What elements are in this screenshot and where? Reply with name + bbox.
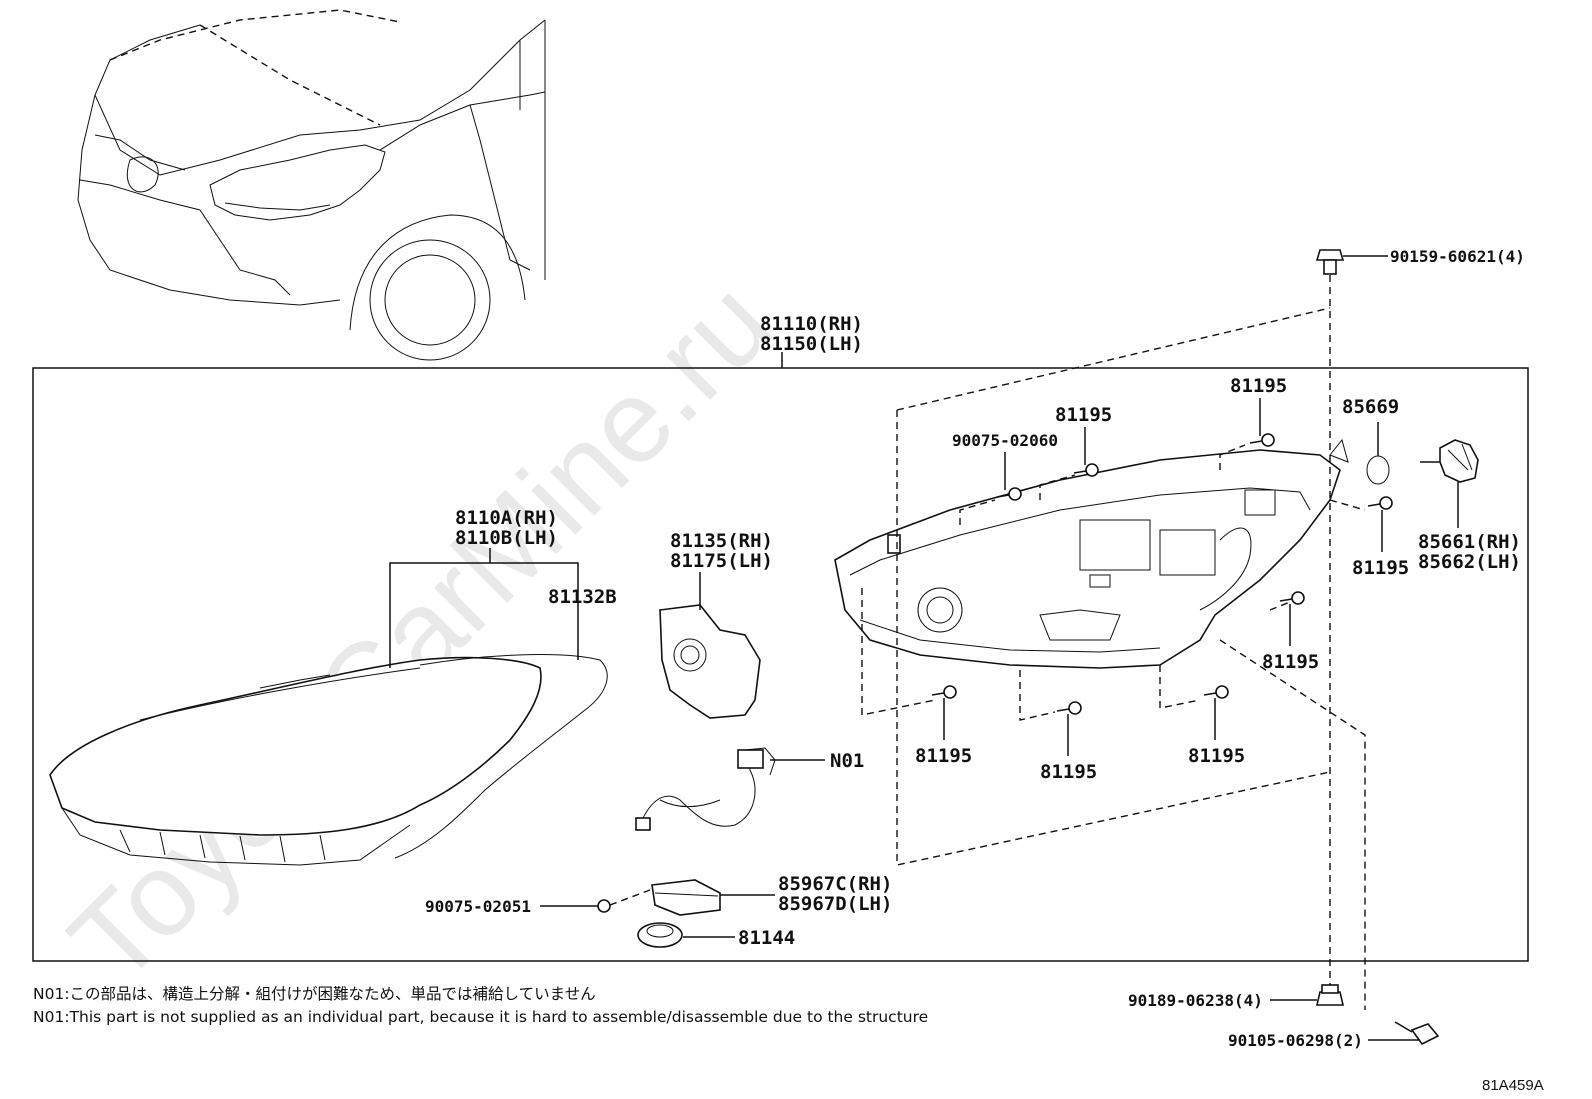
headlamp-housing-icon [834, 438, 1349, 669]
wire-harness-icon [635, 747, 776, 831]
ecu-label-lh: 85967D(LH) [778, 893, 892, 915]
screw-icon [1056, 701, 1082, 715]
screw-81195-label: 81195 [1055, 404, 1112, 426]
ecu-module-icon [651, 879, 721, 916]
car-front-illustration [77, 9, 546, 361]
bracket-label-rh: 81135(RH) [670, 530, 773, 552]
screw-81195-label: 81195 [915, 745, 972, 767]
bracket-icon [659, 604, 761, 719]
o-ring-label: 85669 [1342, 396, 1399, 418]
n01-label: N01 [830, 750, 864, 772]
nut-icon [1315, 984, 1345, 1006]
assembly-box [32, 367, 1529, 962]
screw-icon [996, 487, 1022, 501]
screw-icon [931, 685, 957, 699]
gasket-label: 81132B [548, 586, 617, 608]
screw-icon [590, 899, 611, 913]
bolt-icon [1315, 249, 1345, 275]
screw-81195-label: 81195 [1188, 745, 1245, 767]
lens-label-rh: 8110A(RH) [455, 507, 558, 529]
screw-81195-label: 81195 [1040, 761, 1097, 783]
o-ring-icon [1366, 455, 1390, 485]
gasket-icon [394, 654, 608, 859]
bolt-icon [1394, 1021, 1440, 1046]
socket-label-lh: 85662(LH) [1418, 551, 1521, 573]
bracket-label-lh: 81175(LH) [670, 550, 773, 572]
assembly-label-lh: 81150(LH) [760, 333, 863, 355]
diagram-code: 81A459A [1482, 1077, 1544, 1094]
screw-icon [1279, 591, 1305, 605]
screw-left-label: 90075-02051 [425, 897, 531, 916]
lens-label-lh: 8110B(LH) [455, 527, 558, 549]
screw-icon [1203, 685, 1229, 699]
screw-81195-label: 81195 [1352, 557, 1409, 579]
bolt-top-label: 90159-60621(4) [1390, 247, 1525, 266]
screw-81195-label: 81195 [1262, 651, 1319, 673]
nut-bottom-label: 90189-06238(4) [1128, 991, 1263, 1010]
bolt-bottom-label: 90105-06298(2) [1228, 1031, 1363, 1050]
screw-icon [1367, 496, 1393, 510]
socket-label-rh: 85661(RH) [1418, 531, 1521, 553]
screw-icon [1249, 433, 1275, 447]
note-jp: N01:この部品は、構造上分解・組付けが困難なため、単品では補給していません [33, 985, 596, 1003]
headlamp-lens-icon [49, 656, 542, 866]
ecu-label-rh: 85967C(RH) [778, 873, 892, 895]
bulb-socket-icon [1420, 439, 1479, 483]
note-en: N01:This part is not supplied as an indi… [33, 1008, 928, 1026]
screw-top-label: 90075-02060 [952, 431, 1058, 450]
screw-icon [1073, 463, 1099, 477]
cap-label: 81144 [738, 927, 795, 949]
screw-81195-label: 81195 [1230, 375, 1287, 397]
cap-icon [637, 922, 683, 948]
assembly-label-rh: 81110(RH) [760, 313, 863, 335]
